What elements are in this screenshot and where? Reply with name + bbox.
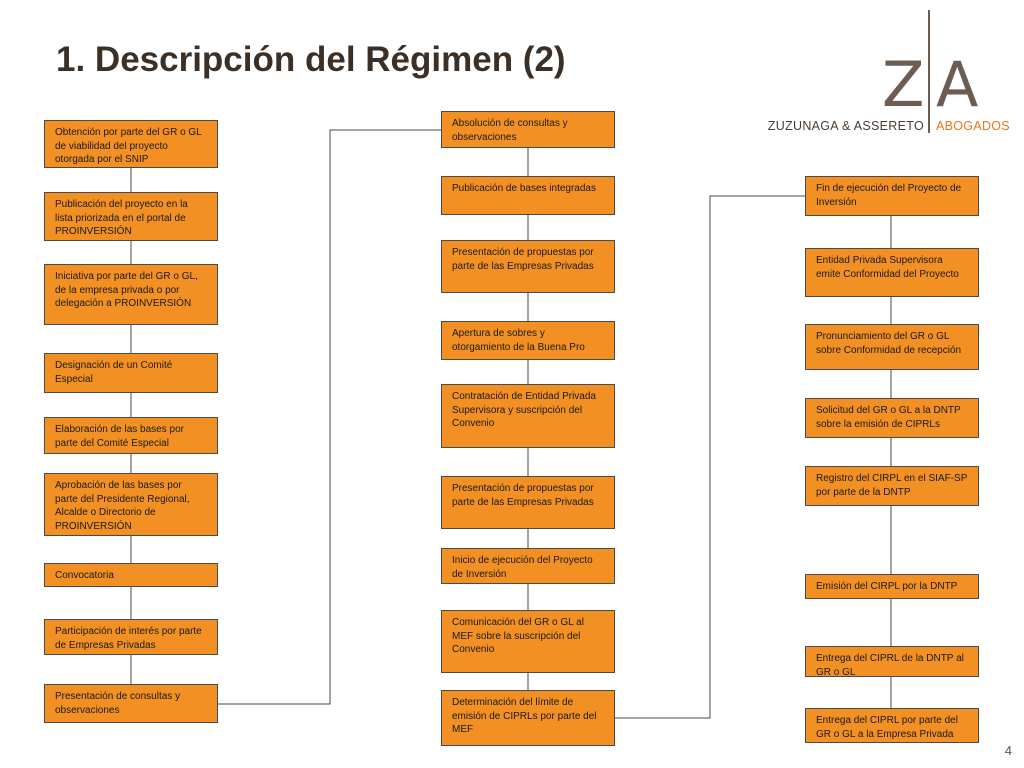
flow-step-c1-2: Publicación del proyecto en la lista pri… [44, 192, 218, 241]
flow-step-c2-8: Comunicación del GR o GL al MEF sobre la… [441, 610, 615, 673]
flow-step-c1-4: Designación de un Comité Especial [44, 353, 218, 393]
flow-step-c2-2: Publicación de bases integradas [441, 176, 615, 215]
flow-step-c2-5: Contratación de Entidad Privada Supervis… [441, 384, 615, 448]
flow-step-c3-4: Solicitud del GR o GL a la DNTP sobre la… [805, 398, 979, 438]
logo-mark-right: A [936, 48, 979, 121]
flow-step-c2-6: Presentación de propuestas por parte de … [441, 476, 615, 529]
flow-step-c3-1: Fin de ejecución del Proyecto de Inversi… [805, 176, 979, 216]
flow-step-c2-9: Determinación del límite de emisión de C… [441, 690, 615, 746]
flow-step-c3-2: Entidad Privada Supervisora emite Confor… [805, 248, 979, 297]
connector-c1-to-c2 [218, 129, 441, 705]
flow-step-c1-6: Aprobación de las bases por parte del Pr… [44, 473, 218, 536]
flow-step-c1-5: Elaboración de las bases por parte del C… [44, 417, 218, 454]
flow-step-c1-1: Obtención por parte del GR o GL de viabi… [44, 120, 218, 168]
flow-step-c2-1: Absolución de consultas y observaciones [441, 111, 615, 148]
flow-step-c3-7: Entrega del CIPRL de la DNTP al GR o GL [805, 646, 979, 678]
page-number: 4 [1004, 743, 1012, 758]
page-title: 1. Descripción del Régimen (2) [56, 40, 566, 79]
connector-c2-to-c3 [615, 195, 805, 719]
flow-step-c2-7: Inicio de ejecución del Proyecto de Inve… [441, 548, 615, 584]
flow-step-c1-9: Presentación de consultas y observacione… [44, 684, 218, 723]
company-logo: Z A ZUZUNAGA & ASSERETO ABOGADOS [760, 10, 1020, 140]
flow-step-c3-6: Emisión del CIRPL por la DNTP [805, 574, 979, 599]
flow-step-c1-3: Iniciativa por parte del GR o GL, de la … [44, 264, 218, 325]
logo-firm-name: ZUZUNAGA & ASSERETO [767, 119, 924, 133]
logo-mark-left: Z [882, 48, 925, 121]
flow-step-c2-4: Apertura de sobres y otorgamiento de la … [441, 321, 615, 360]
logo-divider [928, 10, 930, 133]
flow-step-c1-7: Convocatoria [44, 563, 218, 587]
flow-step-c2-3: Presentación de propuestas por parte de … [441, 240, 615, 293]
flow-step-c3-8: Entrega del CIPRL por parte del GR o GL … [805, 708, 979, 743]
logo-tagline: ABOGADOS [936, 119, 1010, 133]
flow-step-c1-8: Participación de interés por parte de Em… [44, 619, 218, 655]
flow-step-c3-5: Registro del CIRPL en el SIAF-SP por par… [805, 466, 979, 506]
flow-step-c3-3: Pronunciamiento del GR o GL sobre Confor… [805, 324, 979, 370]
